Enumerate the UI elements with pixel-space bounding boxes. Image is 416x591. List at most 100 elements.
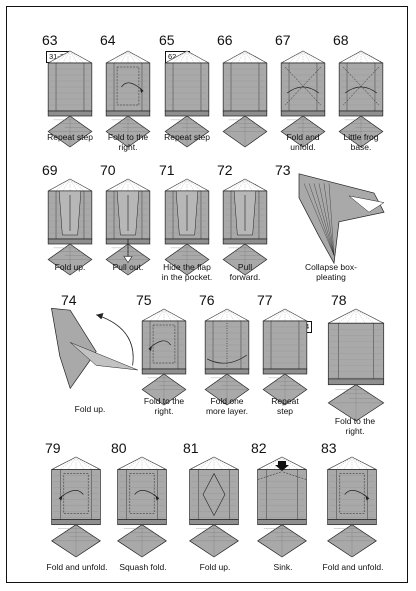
- step-number: 74: [61, 292, 77, 308]
- fold-line: [284, 66, 322, 106]
- paper-body: [51, 469, 101, 520]
- crease-line: [55, 178, 71, 192]
- crease-line: [186, 178, 202, 192]
- step-number: 68: [333, 32, 349, 48]
- crease-line: [302, 50, 318, 64]
- diagram-page: 63 31-34 Repeat step 64 Fold to the righ…: [6, 6, 408, 583]
- step-number: 66: [217, 32, 233, 48]
- step-79: 79 Fold and unfold.: [45, 441, 111, 581]
- model-figure: [51, 307, 138, 390]
- crease-line: [244, 50, 267, 64]
- step-caption: Repeat step: [271, 396, 299, 416]
- step-69: 69 Fold up.: [42, 163, 102, 293]
- crease-line: [360, 50, 383, 64]
- fold-line: [152, 324, 176, 364]
- paper-band: [262, 368, 308, 375]
- paper-roof: [348, 195, 385, 213]
- crease-line: [288, 50, 304, 64]
- crease-line: [223, 178, 246, 192]
- arrow-head: [96, 312, 104, 320]
- fold-arrow: [286, 86, 320, 94]
- model-figure: [189, 456, 239, 558]
- step-caption: Repeat step: [164, 132, 210, 142]
- crease-line: [339, 50, 362, 64]
- step-number: 81: [183, 440, 199, 456]
- crease-line: [244, 178, 267, 192]
- step-caption: Fold to the right.: [334, 416, 376, 436]
- crease-line: [127, 178, 143, 192]
- step-number: 75: [136, 292, 152, 308]
- crease-line: [75, 456, 93, 470]
- crease-line: [69, 50, 85, 64]
- step-number: 78: [331, 292, 347, 308]
- step-number: 73: [275, 162, 291, 178]
- arrow-head: [148, 346, 152, 351]
- crease-line: [141, 456, 159, 470]
- step-number: 64: [100, 32, 116, 48]
- step-number: 67: [275, 32, 291, 48]
- paper-body: [327, 322, 385, 380]
- step-number: 65: [159, 32, 175, 48]
- crease-line: [265, 456, 283, 470]
- crease-line: [226, 308, 249, 322]
- crease-line: [48, 50, 71, 64]
- paper-band: [327, 378, 385, 386]
- fold-line: [202, 472, 226, 517]
- step-caption: Fold and unfold.: [286, 132, 320, 152]
- crease-line: [142, 308, 165, 322]
- model-figure: [298, 173, 385, 265]
- crease-line: [127, 178, 150, 192]
- step-caption: Repeat step: [47, 132, 93, 142]
- step-caption: Sink.: [273, 562, 293, 572]
- crease-line: [127, 50, 143, 64]
- sink-arrow: [275, 461, 289, 471]
- step-83: 83 Fold and unfold.: [321, 441, 393, 581]
- step-caption: Fold up.: [74, 404, 106, 414]
- step-66: 66: [217, 33, 277, 183]
- step-caption: Hide the flap in the pocket.: [161, 262, 213, 282]
- step-number: 69: [42, 162, 58, 178]
- crease-line: [172, 50, 188, 64]
- step-caption: Fold one more layer.: [205, 396, 249, 416]
- arrow-head: [123, 256, 133, 264]
- paper-body: [298, 173, 385, 265]
- fold-line: [281, 471, 307, 480]
- step-caption: Pull forward.: [229, 262, 261, 282]
- crease-line: [230, 178, 246, 192]
- paper-band: [338, 110, 384, 117]
- step-number: 72: [217, 162, 233, 178]
- crease-line: [186, 178, 209, 192]
- step-75: 75 Fold to the right.: [136, 293, 198, 423]
- step-76: 76 Fold one more layer.: [199, 293, 261, 423]
- step-81: 81 Fold up.: [183, 441, 251, 581]
- pleat-line: [313, 183, 335, 256]
- crease-line: [172, 178, 188, 192]
- crease-line: [327, 456, 353, 470]
- model-figure: [105, 178, 151, 276]
- paper-band: [204, 368, 250, 375]
- crease-line: [55, 50, 71, 64]
- crease-line: [149, 308, 165, 322]
- crease-line: [355, 308, 366, 324]
- crease-line: [165, 50, 188, 64]
- fold-line: [257, 471, 283, 480]
- step-74: 74 Fold up.: [35, 293, 147, 423]
- step-caption: Fold and unfold.: [46, 562, 108, 572]
- step-72: 72 Pull forward.: [217, 163, 277, 293]
- fold-line: [342, 66, 380, 106]
- crease-line: [163, 308, 179, 322]
- arrow-head: [365, 495, 370, 501]
- paper-band: [164, 238, 210, 245]
- crease-line: [281, 50, 304, 64]
- crease-line: [302, 50, 325, 64]
- paper-band: [280, 110, 326, 117]
- crease-line: [125, 456, 143, 470]
- step-caption: Fold to the right.: [107, 132, 149, 152]
- arrow-head: [58, 495, 63, 501]
- paper-band: [105, 110, 151, 117]
- step-73: 73 Collapse box- pleating: [275, 163, 393, 293]
- paper-band: [47, 238, 93, 245]
- model-figure: [338, 50, 384, 148]
- paper-band: [189, 519, 239, 526]
- crease-line: [346, 50, 362, 64]
